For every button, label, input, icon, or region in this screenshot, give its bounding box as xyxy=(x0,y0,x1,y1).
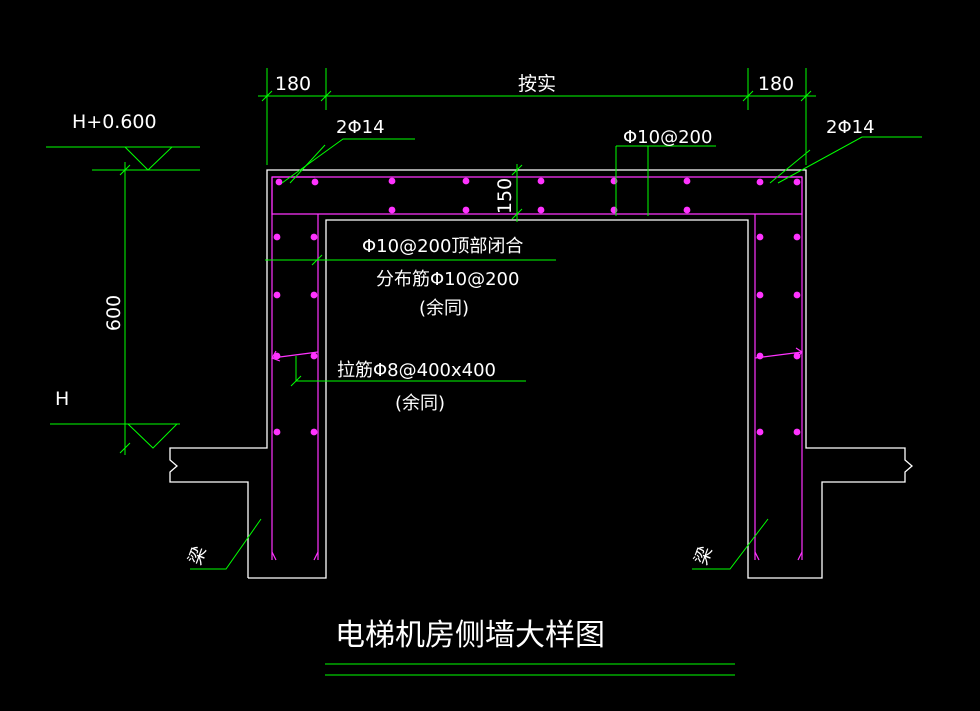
rebar-dot xyxy=(756,428,764,436)
left-wall-end-hook-1 xyxy=(271,551,277,561)
rebar-dot xyxy=(462,206,470,214)
rebar-dot xyxy=(310,291,318,299)
tick xyxy=(511,164,523,176)
rebar-dot xyxy=(311,178,319,186)
tick xyxy=(800,90,812,102)
drawing-title: 电梯机房侧墙大样图 xyxy=(335,618,605,653)
leader-left-2phi14 xyxy=(281,138,415,184)
callout-slab-bars: Φ10@200 xyxy=(623,127,712,148)
beam-label-right: 梁 xyxy=(691,544,717,568)
leader-beam-right xyxy=(692,518,769,570)
rebar-dot xyxy=(388,177,396,185)
rebar-dot xyxy=(793,428,801,436)
dim-right-wall: 180 xyxy=(758,73,794,95)
dim-span: 按实 xyxy=(518,73,556,95)
left-tie-hook xyxy=(271,350,281,362)
rebar-dot xyxy=(537,177,545,185)
leader-right-2phi14-b xyxy=(769,149,811,184)
rebar xyxy=(271,176,803,561)
leader-beam-left xyxy=(190,518,262,570)
leader-wall-vertical-tick xyxy=(311,254,323,266)
tick xyxy=(511,208,523,220)
rebar-dot xyxy=(793,233,801,241)
rebar-dot xyxy=(388,206,396,214)
rebar-dot xyxy=(793,352,801,360)
rebar-dot xyxy=(273,291,281,299)
rebar-dot xyxy=(756,291,764,299)
rebar-dot xyxy=(273,233,281,241)
callout-same-note-2: (余同) xyxy=(395,393,445,414)
right-wall-end-hook-2 xyxy=(797,551,803,561)
leader-tie-tick xyxy=(290,375,302,387)
tick xyxy=(119,442,131,454)
rebar-dot xyxy=(310,428,318,436)
rebar-dot xyxy=(275,178,283,186)
rebar-dot xyxy=(462,177,470,185)
level-bottom-triangle xyxy=(127,423,179,449)
drawing-labels: 180 按实 180 150 600 H+0.600 H 2Φ14 2Φ14 Φ… xyxy=(55,73,875,653)
rebar-dot xyxy=(537,206,545,214)
rebar-dot xyxy=(793,291,801,299)
tick xyxy=(742,90,754,102)
rebar-dot xyxy=(793,178,801,186)
rebar-dot xyxy=(683,177,691,185)
left-top-closure xyxy=(271,176,315,215)
beam-label-left: 梁 xyxy=(185,544,211,568)
rebar-dot xyxy=(683,206,691,214)
concrete-outline xyxy=(169,169,913,579)
rebar-dots xyxy=(273,177,801,436)
level-top-triangle xyxy=(124,146,174,171)
rebar-dot xyxy=(273,428,281,436)
tick xyxy=(320,90,332,102)
tick xyxy=(119,164,131,176)
rebar-dot xyxy=(310,233,318,241)
rebar-dot xyxy=(273,352,281,360)
callout-tie-bars: 拉筋Φ8@400x400 xyxy=(337,360,496,381)
leader-right-2phi14 xyxy=(777,136,922,184)
dim-height: 600 xyxy=(103,295,125,331)
callout-distribution: 分布筋Φ10@200 xyxy=(376,269,519,290)
tick xyxy=(261,90,273,102)
callout-same-note-1: (余同) xyxy=(419,298,469,319)
rebar-dot xyxy=(310,352,318,360)
right-top-closure xyxy=(760,176,803,215)
dimension-lines xyxy=(46,68,922,676)
right-wall-end-hook-1 xyxy=(754,551,760,561)
wall-slab-outline xyxy=(169,169,913,579)
leader-left-2phi14-b xyxy=(289,144,326,184)
level-top-label: H+0.600 xyxy=(72,111,157,133)
left-wall-end-hook-2 xyxy=(313,551,319,561)
callout-left-top-bars: 2Φ14 xyxy=(336,117,385,138)
callout-wall-vertical: Φ10@200顶部闭合 xyxy=(362,236,523,257)
dim-left-wall: 180 xyxy=(275,73,311,95)
level-bottom-label: H xyxy=(55,388,69,410)
rebar-dot xyxy=(756,178,764,186)
callout-right-top-bars: 2Φ14 xyxy=(826,117,875,138)
dim-slab-thickness: 150 xyxy=(494,178,516,214)
rebar-dot xyxy=(756,233,764,241)
rebar-dot xyxy=(756,352,764,360)
